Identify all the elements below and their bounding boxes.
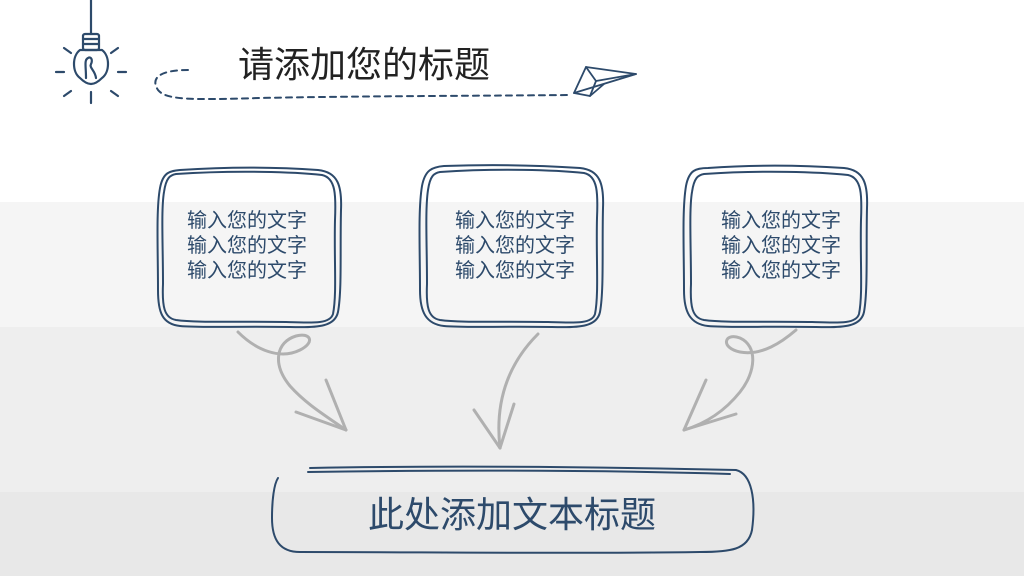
text-box-1-line-1: 输入您的文字 bbox=[187, 208, 307, 232]
bottom-title-frame bbox=[270, 465, 755, 554]
text-box-3-line-1: 输入您的文字 bbox=[721, 208, 841, 232]
arrow-2 bbox=[472, 332, 540, 450]
page-title: 请添加您的标题 bbox=[238, 45, 491, 86]
text-box-2: 输入您的文字 输入您的文字 输入您的文字 bbox=[430, 208, 600, 283]
text-box-1-line-3: 输入您的文字 bbox=[187, 258, 307, 282]
paper-plane-icon bbox=[573, 66, 637, 97]
background-band-light bbox=[0, 202, 1024, 327]
text-box-3-line-2: 输入您的文字 bbox=[721, 233, 841, 257]
text-box-2-line-2: 输入您的文字 bbox=[455, 233, 575, 257]
background-band-top bbox=[0, 0, 1024, 202]
bottom-title: 此处添加文本标题 bbox=[367, 495, 656, 536]
lightbulb-icon bbox=[54, 0, 128, 105]
text-box-1-line-2: 输入您的文字 bbox=[187, 233, 307, 257]
text-box-1: 输入您的文字 输入您的文字 输入您的文字 bbox=[162, 208, 332, 283]
arrow-3 bbox=[682, 328, 798, 432]
text-box-2-outline bbox=[418, 164, 605, 329]
text-box-2-line-1: 输入您的文字 bbox=[455, 208, 575, 232]
background-band-bottom bbox=[0, 492, 1024, 576]
arrow-1 bbox=[236, 330, 348, 432]
text-box-3: 输入您的文字 输入您的文字 输入您的文字 bbox=[696, 208, 866, 283]
text-box-1-outline bbox=[156, 166, 343, 329]
flight-path-dashed bbox=[154, 69, 573, 101]
text-box-2-line-3: 输入您的文字 bbox=[455, 258, 575, 282]
text-box-3-line-3: 输入您的文字 bbox=[721, 258, 841, 282]
text-box-3-outline bbox=[682, 164, 869, 329]
